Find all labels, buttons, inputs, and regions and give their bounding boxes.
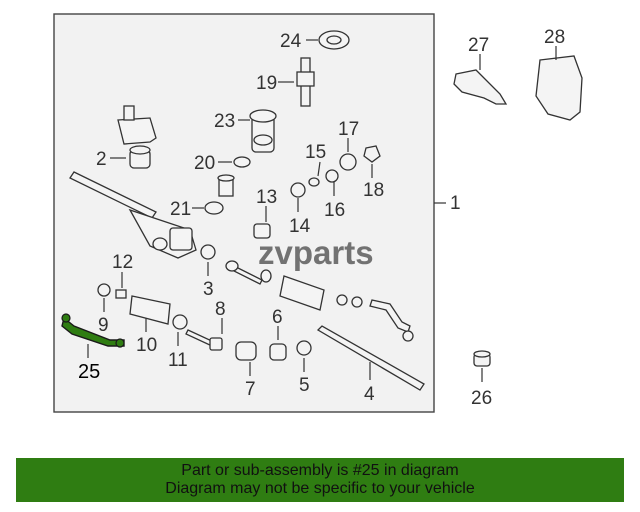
leader-15 (317, 161, 321, 177)
part-label-24: 24 (280, 31, 302, 52)
part-24-clamp[interactable] (318, 30, 350, 50)
right-boot[interactable] (260, 269, 363, 311)
banner-line-1: Part or sub-assembly is #25 in diagram (181, 462, 459, 479)
part-21-washer[interactable] (204, 201, 224, 215)
part-label-14: 14 (289, 216, 311, 237)
part-20-nut[interactable] (233, 156, 251, 168)
part-13-bushing[interactable] (253, 223, 271, 239)
part-9-grommet[interactable] (97, 283, 111, 297)
part-label-2: 2 (96, 149, 107, 170)
part-8-inner-tie-rod[interactable] (185, 329, 223, 351)
part-16-spacer[interactable] (325, 169, 339, 183)
banner-line-2: Diagram may not be specific to your vehi… (165, 480, 475, 497)
part-label-13: 13 (256, 187, 277, 208)
part-12-clip[interactable] (115, 289, 127, 299)
part-label-20: 20 (194, 153, 215, 174)
part-label-19: 19 (256, 73, 277, 94)
part-11-clamp[interactable] (172, 314, 188, 330)
part-label-21: 21 (170, 199, 191, 220)
part-28-cover[interactable] (535, 55, 583, 121)
part-4-rack-bar[interactable] (316, 325, 425, 391)
part-label-28: 28 (544, 27, 565, 48)
part-14-seal[interactable] (290, 182, 306, 198)
part-label-1: 1 (450, 193, 461, 214)
part-label-16: 16 (324, 200, 345, 221)
part-3-ring[interactable] (200, 244, 216, 260)
part-label-27: 27 (468, 35, 489, 56)
right-tie-rod-end[interactable] (369, 299, 414, 342)
part-7-bushing[interactable] (235, 341, 257, 361)
part-2-bracket[interactable] (117, 105, 157, 169)
part-18-cap[interactable] (363, 145, 381, 163)
part-label-8: 8 (215, 299, 226, 320)
part-label-5: 5 (299, 375, 310, 396)
part-6-bushing[interactable] (269, 343, 287, 361)
part-label-15: 15 (305, 142, 326, 163)
part-label-26: 26 (471, 388, 492, 409)
part-label-11: 11 (168, 350, 188, 371)
part-19-valve-shaft[interactable] (296, 57, 315, 107)
part-27-bracket[interactable] (453, 69, 508, 105)
part-label-17: 17 (338, 119, 359, 140)
inner-tie-rod-left[interactable] (225, 260, 263, 285)
part-25-tie-rod-end-highlighted[interactable] (61, 313, 125, 348)
part-label-9: 9 (98, 315, 109, 336)
info-banner: Part or sub-assembly is #25 in diagram D… (16, 458, 624, 502)
part-23-housing[interactable] (249, 109, 277, 153)
part-label-4: 4 (364, 384, 375, 405)
watermark-logo: zvparts (258, 234, 374, 271)
part-label-12: 12 (112, 252, 133, 273)
part-10-boot[interactable] (129, 295, 171, 325)
part-26-plug[interactable] (473, 350, 491, 367)
part-label-25: 25 (78, 361, 100, 383)
part-5-washer[interactable] (296, 340, 312, 356)
part-label-23: 23 (214, 111, 235, 132)
part-15-washer[interactable] (308, 177, 320, 187)
part-22-sleeve[interactable] (217, 174, 235, 197)
part-label-7: 7 (245, 379, 256, 400)
rack-housing[interactable] (69, 171, 197, 259)
part-label-18: 18 (363, 180, 384, 201)
part-label-3: 3 (203, 279, 214, 300)
part-17-plug[interactable] (339, 153, 357, 171)
part-label-6: 6 (272, 307, 283, 328)
part-label-10: 10 (136, 335, 157, 356)
